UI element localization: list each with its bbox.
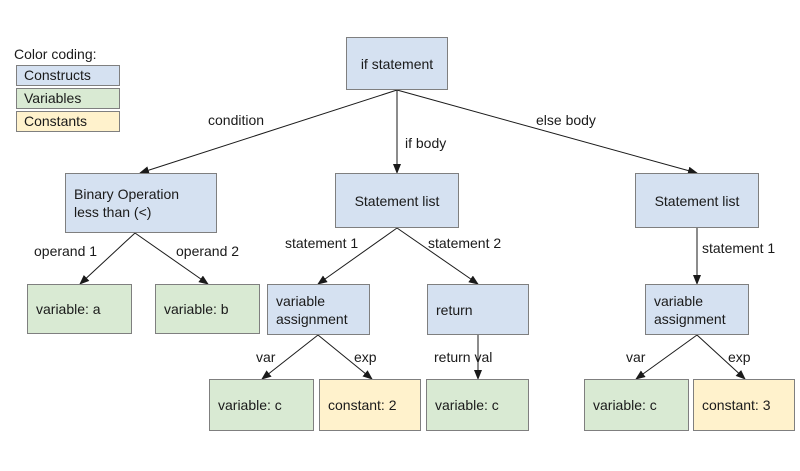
legend-variables: Variables <box>16 88 120 109</box>
node-variable-b: variable: b <box>155 284 260 334</box>
edge-label-operand2: operand 2 <box>176 243 240 259</box>
edge-statement2-if <box>396 227 479 285</box>
edge-label-condition: condition <box>208 112 265 128</box>
edge-var-else <box>635 334 698 380</box>
node-if-statement: if statement <box>346 37 448 90</box>
edge-label-if-body: if body <box>405 135 447 151</box>
edge-statement1-if <box>317 227 398 285</box>
edge-label-exp-if: exp <box>354 349 377 365</box>
binary-operation-line1: Binary Operation <box>74 186 180 202</box>
edge-label-var-if: var <box>256 349 276 365</box>
node-statement-list-if: Statement list <box>335 173 459 228</box>
edge-label-statement2-if: statement 2 <box>428 235 502 251</box>
node-variable-assignment-if: variable assignment <box>267 284 370 335</box>
edge-var-if <box>261 334 319 380</box>
edge-condition <box>139 89 398 175</box>
node-variable-c-return: variable: c <box>426 379 529 431</box>
edge-label-statement1-else: statement 1 <box>702 240 776 256</box>
edge-label-var-else: var <box>626 349 646 365</box>
edge-operand2 <box>134 232 209 285</box>
assignment-if-line2: assignment <box>276 310 348 327</box>
binary-operation-line2: less than (<) <box>74 204 152 220</box>
node-variable-a: variable: a <box>27 284 132 334</box>
assignment-if-line1: variable <box>276 292 326 309</box>
edge-exp-else <box>696 334 746 380</box>
edge-label-exp-else: exp <box>728 349 751 365</box>
node-statement-list-else: Statement list <box>635 173 759 228</box>
assignment-else-line1: variable <box>654 292 704 309</box>
node-variable-c-if: variable: c <box>209 379 314 431</box>
node-variable-c-else: variable: c <box>584 379 689 431</box>
node-variable-assignment-else: variable assignment <box>645 284 749 335</box>
edge-label-else-body: else body <box>536 112 596 128</box>
edge-exp-if <box>317 334 373 380</box>
node-binary-operation: Binary Operation less than (<) <box>65 173 217 233</box>
assignment-else-line2: assignment <box>654 310 726 327</box>
edge-else-body <box>396 89 698 175</box>
node-constant-2: constant: 2 <box>319 379 421 431</box>
node-constant-3: constant: 3 <box>693 379 795 431</box>
edge-label-statement1-if: statement 1 <box>285 235 359 251</box>
legend-constants: Constants <box>16 111 120 132</box>
legend-constructs: Constructs <box>16 65 120 86</box>
edge-operand1 <box>79 232 136 285</box>
edge-label-return-val: return val <box>434 349 493 365</box>
legend-title: Color coding: <box>14 46 97 62</box>
edge-label-operand1: operand 1 <box>34 243 98 259</box>
node-return: return <box>427 284 529 335</box>
